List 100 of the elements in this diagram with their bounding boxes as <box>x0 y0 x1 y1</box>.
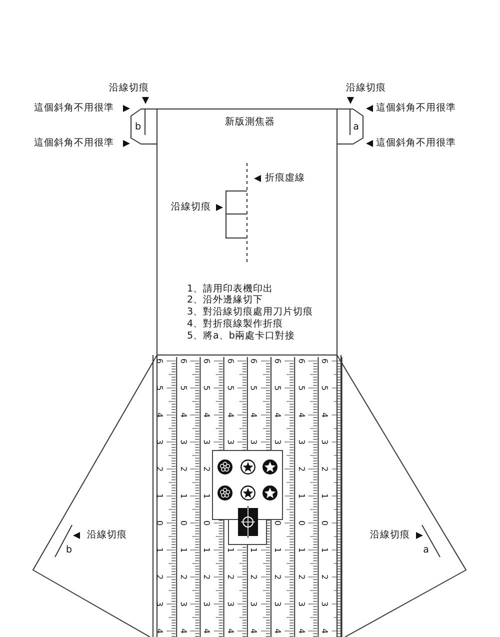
ruler-number: 2 <box>202 466 210 472</box>
tab-letter: b <box>134 122 142 132</box>
instruction-line: 5、將a、b兩處卡口對接 <box>187 330 295 342</box>
ruler-number: 3 <box>178 439 187 445</box>
ruler-number: 4 <box>320 628 328 634</box>
ruler-number: 5 <box>155 385 163 391</box>
ruler-number: 1 <box>226 547 234 553</box>
ruler-number: 2 <box>296 466 305 472</box>
ruler-number: 1 <box>178 493 187 499</box>
bevel-note: 這個斜角不用很準 <box>34 138 114 148</box>
ruler-number: 0 <box>202 520 210 526</box>
cut-line-label: 沿線切痕 <box>370 530 410 540</box>
ruler-number: 6 <box>273 358 281 364</box>
tab-letter: a <box>423 544 429 556</box>
instruction-line: 3、對沿線切痕處用刀片切痕 <box>187 306 314 318</box>
ruler-number: 0 <box>178 520 187 526</box>
ruler-number: 1 <box>320 493 328 499</box>
ruler-number: 6 <box>249 358 258 364</box>
ruler-number: 2 <box>249 574 258 580</box>
ruler-number: 6 <box>296 358 305 364</box>
ruler-number: 5 <box>320 385 328 391</box>
instruction-line: 2、沿外邊緣切下 <box>187 294 264 306</box>
ruler-number: 5 <box>178 385 187 391</box>
ruler-number: 3 <box>273 601 281 607</box>
ruler-number: 5 <box>296 385 305 391</box>
instruction-line: 4、對折痕線製作折痕 <box>187 318 284 330</box>
ruler-number: 3 <box>155 601 163 607</box>
instruction-line: 1、請用印表機印出 <box>187 284 274 294</box>
ruler-number: 5 <box>249 385 258 391</box>
ruler-number: 0 <box>273 520 281 526</box>
ruler-number: 3 <box>249 439 258 445</box>
ruler-number: 1 <box>155 547 163 553</box>
ruler-number: 3 <box>320 601 328 607</box>
cut-line-label: 沿線切痕 <box>87 530 127 540</box>
ruler-number: 1 <box>249 547 258 553</box>
ruler-number: 4 <box>226 412 234 418</box>
ruler-number: 0 <box>155 520 163 526</box>
ruler-number: 1 <box>273 547 281 553</box>
ruler-number: 1 <box>296 493 305 499</box>
ruler-number: 2 <box>226 574 234 580</box>
ruler-number: 3 <box>273 439 281 445</box>
ruler-number: 3 <box>226 601 234 607</box>
ruler-number: 4 <box>202 412 210 418</box>
ruler-number: 0 <box>320 520 328 526</box>
cut-line-label: 沿線切痕 <box>171 202 211 212</box>
ruler-number: 1 <box>320 547 328 553</box>
ruler-number: 4 <box>178 628 187 634</box>
ruler-number: 3 <box>320 439 328 445</box>
ruler-number: 4 <box>226 628 234 634</box>
ruler-number: 4 <box>273 412 281 418</box>
ruler-number: 2 <box>178 466 187 472</box>
fold-line-label: 折痕虛線 <box>265 172 305 184</box>
ruler-number: 3 <box>202 601 210 607</box>
ruler-number: 4 <box>178 412 187 418</box>
ruler-number: 1 <box>202 547 210 553</box>
ruler-number: 6 <box>226 358 234 364</box>
ruler-number: 1 <box>202 493 210 499</box>
ruler-number: 3 <box>178 601 187 607</box>
ruler-number: 3 <box>155 439 163 445</box>
ruler-number: 3 <box>202 439 210 445</box>
ruler-number: 0 <box>296 520 305 526</box>
ruler-number: 4 <box>296 628 305 634</box>
ruler-number: 4 <box>296 412 305 418</box>
ruler-number: 2 <box>202 574 210 580</box>
cut-line-label: 沿線切痕 <box>346 82 386 94</box>
bevel-note: 這個斜角不用很準 <box>34 102 114 114</box>
ruler-number: 5 <box>226 385 234 391</box>
ruler-number: 5 <box>273 385 281 391</box>
ruler-number: 3 <box>296 601 305 607</box>
ruler-number: 2 <box>296 574 305 580</box>
ruler-number: 1 <box>178 547 187 553</box>
ruler-number: 2 <box>155 574 163 580</box>
template-title: 新版測焦器 <box>225 116 275 128</box>
ruler-number: 6 <box>178 358 187 364</box>
ruler-number: 4 <box>320 412 328 418</box>
ruler-number: 3 <box>249 601 258 607</box>
ruler-number: 3 <box>226 439 234 445</box>
ruler-number: 4 <box>249 412 258 418</box>
ruler-number: 2 <box>155 466 163 472</box>
ruler-number: 1 <box>296 547 305 553</box>
ruler-number: 4 <box>202 628 210 634</box>
ruler-number: 6 <box>320 358 328 364</box>
ruler-number: 4 <box>273 628 281 634</box>
ruler-number: 4 <box>249 628 258 634</box>
tab-letter: b <box>66 544 72 556</box>
ruler-number: 6 <box>155 358 163 364</box>
ruler-number: 4 <box>155 628 163 634</box>
ruler-number: 2 <box>273 574 281 580</box>
ruler-number: 1 <box>155 493 163 499</box>
ruler-number: 2 <box>320 574 328 580</box>
ruler-number: 2 <box>178 574 187 580</box>
ruler-number: 3 <box>296 439 305 445</box>
tab-letter: a <box>353 122 359 132</box>
cut-line-label: 沿線切痕 <box>109 82 149 94</box>
ruler-number: 2 <box>320 466 328 472</box>
bevel-note: 這個斜角不用很準 <box>376 102 456 114</box>
ruler-number: 5 <box>202 385 210 391</box>
bevel-note: 這個斜角不用很準 <box>376 138 456 148</box>
ruler-number: 6 <box>202 358 210 364</box>
ruler-number: 4 <box>155 412 163 418</box>
